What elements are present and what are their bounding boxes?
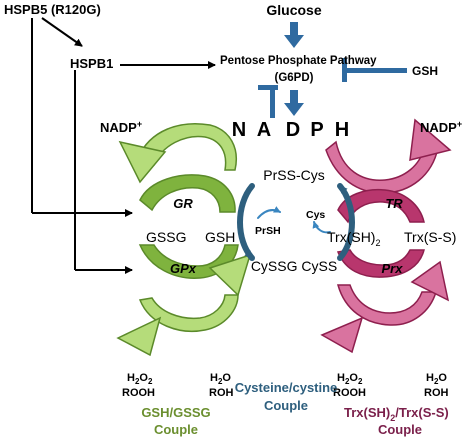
nadph-letter: D	[286, 119, 300, 141]
hspb1-label: HSPB1	[70, 56, 113, 71]
nadph-letter: N	[232, 119, 246, 141]
tr-arrow	[325, 118, 452, 224]
glucose-label: Glucose	[266, 2, 321, 18]
hspb1-connectors	[74, 61, 216, 274]
gpx-arrow	[116, 244, 252, 357]
prss-cys-label: PrSS-Cys	[263, 167, 324, 183]
right-h2o-label: H2O	[426, 372, 447, 386]
nadph-letter: P	[310, 119, 323, 141]
hspb5-connectors	[31, 17, 133, 217]
nadph-letter: A	[257, 119, 271, 141]
gsh-label: GSH	[205, 229, 235, 245]
gr-enzyme-label: GR	[173, 196, 193, 211]
trx-sh-label: Trx(SH)2	[327, 229, 380, 248]
nadp-right-label: NADP+	[420, 119, 462, 135]
right-roh-label: ROH	[424, 387, 449, 399]
cyssg-cyss-label: CySSG CySS	[251, 258, 337, 274]
trx-couple-line2: Couple	[378, 422, 422, 437]
left-roh-label: ROH	[209, 387, 234, 399]
tr-enzyme-label: TR	[385, 196, 403, 211]
nadp-left-label: NADP+	[100, 119, 142, 135]
blue-flow-arrows	[258, 22, 407, 118]
cys-couple-line1: Cysteine/cystine	[235, 380, 338, 395]
gpx-enzyme-label: GPx	[170, 261, 197, 276]
cys-label: Cys	[306, 209, 325, 221]
cys-couple-line2: Couple	[264, 398, 308, 413]
right-rooh-label: ROOH	[333, 387, 366, 399]
hspb5-label: HSPB5 (R120G)	[4, 2, 101, 17]
gssg-label: GSSG	[146, 229, 186, 245]
gr-arrow	[118, 123, 237, 213]
trx-ss-label: Trx(S-S)	[404, 229, 456, 245]
right-h2o2-label: H2O2	[337, 372, 363, 386]
gsh-inhibitor-label: GSH	[412, 64, 438, 78]
left-rooh-label: ROOH	[122, 387, 155, 399]
left-h2o2-label: H2O2	[127, 372, 153, 386]
nadph-label: N A D P H	[232, 119, 349, 141]
prx-arrow	[320, 249, 450, 354]
trx-couple-line1: Trx(SH)2/Trx(S-S)	[344, 405, 449, 423]
gsh-couple-line1: GSH/GSSG	[141, 405, 210, 420]
cys-cycle-arrows	[237, 183, 355, 261]
left-h2o-label: H2O	[210, 372, 231, 386]
g6pd-label: (G6PD)	[275, 72, 314, 84]
prsh-label: PrSH	[255, 225, 281, 237]
ppp-label: Pentose Phosphate Pathway	[220, 55, 377, 67]
gsh-couple-line2: Couple	[154, 422, 198, 437]
nadph-letter: H	[335, 119, 349, 141]
prx-enzyme-label: Prx	[382, 261, 404, 276]
